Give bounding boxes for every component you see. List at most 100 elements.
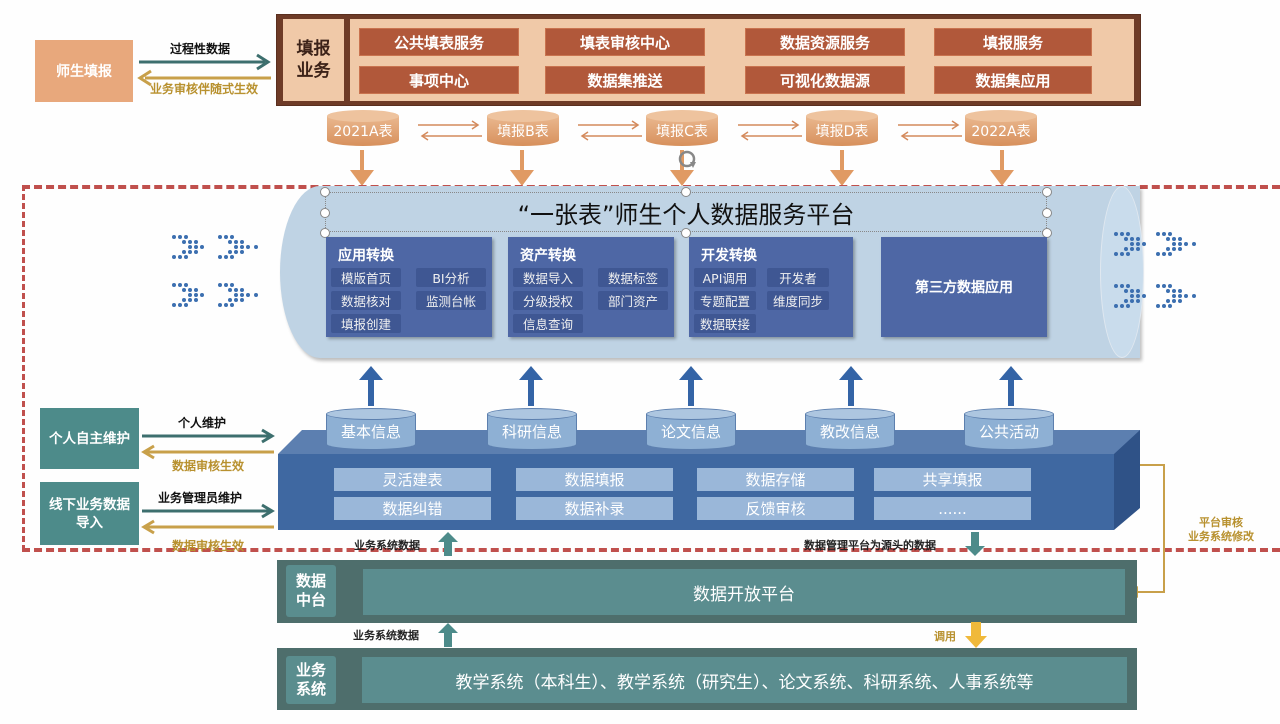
dotted-flow-arrows-right: [1114, 232, 1196, 308]
info-cylinder[interactable]: 科研信息: [487, 408, 577, 452]
review-effective-label: 数据审核生效: [172, 459, 245, 473]
down-arrow-icon: [350, 150, 374, 186]
service-dataset-push[interactable]: 数据集推送: [545, 66, 705, 94]
admin-maintain-label: 业务管理员维护: [158, 491, 243, 505]
dotted-chevron-icon: [172, 235, 258, 259]
chip[interactable]: 数据联接: [694, 314, 756, 333]
up-arrow-icon: [839, 366, 863, 406]
boundary-bottom: [22, 548, 1280, 552]
import-arrows: [141, 503, 275, 535]
personal-maintain-label: 个人维护: [178, 416, 227, 430]
data-open-platform[interactable]: 数据开放平台: [363, 569, 1125, 615]
up-arrow-icon: [679, 366, 703, 406]
down-arrow-icon: [990, 150, 1014, 186]
platform-title: “一张表”师生个人数据服务平台: [325, 192, 1047, 232]
swap-arrow-icon: [578, 120, 642, 141]
resize-handle[interactable]: [320, 187, 330, 197]
swap-arrow-icon: [898, 120, 962, 141]
chip[interactable]: 开发者: [767, 268, 829, 287]
function-button[interactable]: 灵活建表: [334, 468, 491, 491]
service-item-center[interactable]: 事项中心: [359, 66, 519, 94]
resize-handle[interactable]: [320, 208, 330, 218]
table-cylinder[interactable]: 2021A表: [327, 110, 399, 150]
platform-source-data-label: 数据管理平台为源头的数据: [804, 539, 936, 552]
info-cylinder[interactable]: 基本信息: [326, 408, 416, 452]
function-button[interactable]: 数据填报: [516, 468, 673, 491]
up-arrow-icon: [359, 366, 383, 406]
maintain-arrows: [141, 428, 275, 460]
swap-arrow-icon: [738, 120, 802, 141]
chip[interactable]: BI分析: [416, 268, 486, 287]
service-fill-report[interactable]: 填报服务: [934, 28, 1092, 56]
chip[interactable]: 专题配置: [694, 291, 756, 310]
resize-handle[interactable]: [1042, 208, 1052, 218]
resize-handle[interactable]: [681, 228, 691, 238]
chip[interactable]: 数据标签: [598, 268, 668, 287]
chip[interactable]: 数据导入: [513, 268, 583, 287]
panel-dev-conversion: 开发转换 API调用 开发者 专题配置 维度同步 数据联接: [689, 237, 853, 337]
table-down-arrows: [350, 150, 1014, 186]
info-cylinder[interactable]: 论文信息: [646, 408, 736, 452]
info-cylinder[interactable]: 教改信息: [805, 408, 895, 452]
table-cylinder[interactable]: 2022A表: [965, 110, 1037, 150]
self-maintenance-box[interactable]: 个人自主维护: [40, 408, 139, 469]
chip[interactable]: 分级授权: [513, 291, 583, 310]
platform-pipe-end: [1100, 186, 1144, 358]
info-cylinder[interactable]: 公共活动: [964, 408, 1054, 452]
function-button[interactable]: 数据存储: [697, 468, 854, 491]
business-system-data-label: 业务系统数据: [354, 539, 420, 552]
teacher-student-fill-box[interactable]: 师生填报: [35, 40, 133, 102]
panel-title: 应用转换: [338, 248, 394, 264]
resize-handle[interactable]: [1042, 228, 1052, 238]
fill-business-section-label: 填报业务: [283, 19, 344, 101]
offline-import-box[interactable]: 线下业务数据导入: [40, 482, 139, 545]
chip[interactable]: 监测台帐: [416, 291, 486, 310]
teal-up-arrow-icon: [438, 532, 458, 556]
panel-third-party-app[interactable]: 第三方数据应用: [881, 237, 1047, 337]
panel-title: 资产转换: [520, 248, 576, 264]
function-button[interactable]: 反馈审核: [697, 497, 854, 520]
down-arrow-icon: [670, 150, 694, 186]
business-systems-list[interactable]: 教学系统（本科生）、教学系统（研究生）、论文系统、科研系统、人事系统等: [362, 657, 1127, 703]
chip[interactable]: 信息查询: [513, 314, 583, 333]
data-middle-label: 数据中台: [286, 565, 336, 617]
table-swap-arrows: [418, 120, 962, 141]
down-arrow-icon: [830, 150, 854, 186]
resize-handle[interactable]: [681, 187, 691, 197]
process-data-label: 过程性数据: [170, 42, 231, 56]
function-button[interactable]: 共享填报: [874, 468, 1031, 491]
review-effective-label: 数据审核生效: [172, 539, 245, 553]
table-cylinder[interactable]: 填报B表: [487, 110, 559, 150]
teal-up-arrow-icon: [438, 623, 458, 647]
chip[interactable]: 模版首页: [331, 268, 401, 287]
dotted-flow-arrows-left: [172, 235, 258, 307]
back-arrow-head: [137, 69, 152, 87]
data-middle-layer: 数据中台 数据开放平台: [277, 560, 1137, 623]
up-arrow-icon: [999, 366, 1023, 406]
function-button[interactable]: ......: [874, 497, 1031, 520]
platform-review-label: 平台审核 业务系统修改: [1188, 516, 1254, 543]
up-arrow-icon: [519, 366, 543, 406]
forward-arrow-head: [261, 503, 275, 519]
chip[interactable]: 数据核对: [331, 291, 401, 310]
service-dataset-application[interactable]: 数据集应用: [934, 66, 1092, 94]
chip[interactable]: 部门资产: [598, 291, 668, 310]
service-public-form[interactable]: 公共填表服务: [359, 28, 519, 56]
teal-down-arrow-icon: [965, 532, 985, 556]
function-button[interactable]: 数据纠错: [334, 497, 491, 520]
table-cylinder[interactable]: 填报D表: [806, 110, 878, 150]
info-up-arrows: [359, 366, 1023, 406]
service-form-review-center[interactable]: 填表审核中心: [545, 28, 705, 56]
service-data-resource[interactable]: 数据资源服务: [745, 28, 905, 56]
rotate-handle-icon[interactable]: [676, 148, 698, 170]
resize-handle[interactable]: [320, 228, 330, 238]
panel-title: 开发转换: [701, 248, 757, 264]
chip[interactable]: 维度同步: [767, 291, 829, 310]
table-cylinder[interactable]: 填报C表: [646, 110, 718, 150]
service-visual-datasource[interactable]: 可视化数据源: [745, 66, 905, 94]
panel-title: 第三方数据应用: [915, 280, 1013, 296]
function-button[interactable]: 数据补录: [516, 497, 673, 520]
chip[interactable]: 填报创建: [331, 314, 401, 333]
chip[interactable]: API调用: [694, 268, 756, 287]
resize-handle[interactable]: [1042, 187, 1052, 197]
